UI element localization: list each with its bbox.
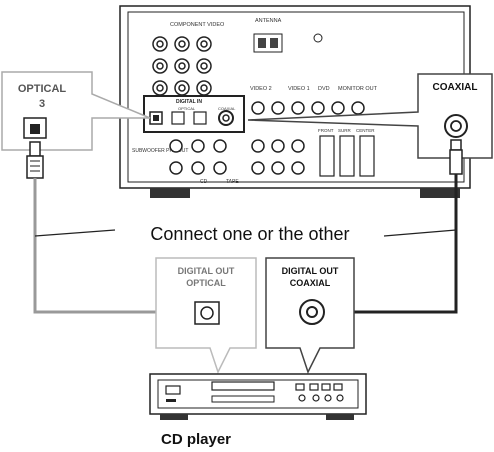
cd-disc-tray bbox=[211, 381, 275, 391]
cd-player-device: CD player bbox=[149, 373, 367, 448]
coaxial-jack bbox=[218, 110, 234, 126]
digital-out-coaxial-line1: DIGITAL OUT bbox=[282, 266, 339, 276]
optical-callout-label: OPTICAL bbox=[18, 83, 67, 95]
receiver-rear-panel: COMPONENT VIDEO ANTENNA VIDEO 2 VIDEO 1 … bbox=[119, 5, 471, 198]
cd-power-button bbox=[165, 385, 181, 395]
optical-jacks bbox=[149, 111, 207, 125]
cd-foot-left bbox=[160, 414, 188, 420]
digital-in-label: DIGITAL IN bbox=[176, 99, 202, 105]
coaxial-callout: COAXIAL bbox=[247, 73, 493, 159]
digital-out-optical-line2: OPTICAL bbox=[186, 278, 226, 288]
monitor-out-label: MONITOR OUT bbox=[338, 86, 378, 92]
video2-label: VIDEO 2 bbox=[250, 86, 272, 92]
cd-foot-right bbox=[326, 414, 354, 420]
speaker-terminals bbox=[319, 135, 375, 177]
surr-label: SURR bbox=[338, 128, 352, 133]
optical-callout-number: 3 bbox=[39, 98, 45, 110]
digital-out-optical-panel: DIGITAL OUT OPTICAL bbox=[155, 257, 257, 374]
video1-label: VIDEO 1 bbox=[288, 86, 310, 92]
front-label: FRONT bbox=[318, 128, 334, 133]
video-jacks bbox=[251, 101, 365, 115]
optical-callout: OPTICAL 3 bbox=[1, 71, 151, 151]
component-video-label: COMPONENT VIDEO bbox=[170, 22, 225, 28]
cd-label: CD bbox=[200, 179, 208, 185]
antenna-label: ANTENNA bbox=[255, 18, 282, 24]
receiver-foot-left bbox=[150, 188, 190, 198]
instruction-text: Connect one or the other bbox=[150, 224, 349, 244]
dvd-label: DVD bbox=[318, 86, 330, 92]
tape-label: TAPE bbox=[226, 179, 239, 185]
coaxial-callout-label: COAXIAL bbox=[433, 82, 478, 93]
receiver-foot-right bbox=[420, 188, 460, 198]
instruction: Connect one or the other bbox=[34, 224, 457, 244]
cd-player-caption: CD player bbox=[161, 431, 231, 448]
center-label: CENTER bbox=[356, 128, 375, 133]
digital-out-coaxial-panel: DIGITAL OUT COAXIAL bbox=[265, 257, 355, 374]
component-video-jacks bbox=[152, 36, 212, 96]
digital-out-optical-line1: DIGITAL OUT bbox=[178, 266, 235, 276]
audio-jacks bbox=[169, 139, 305, 175]
cd-control-buttons bbox=[295, 383, 344, 402]
digital-out-coaxial-line2: COAXIAL bbox=[290, 278, 331, 288]
digital-in-coaxial-label: COAXIAL bbox=[218, 106, 236, 111]
digital-in-optical-label: OPTICAL bbox=[178, 106, 196, 111]
antenna-terminals bbox=[253, 33, 323, 53]
subwoofer-label: SUBWOOFER PRE OUT bbox=[132, 148, 188, 154]
